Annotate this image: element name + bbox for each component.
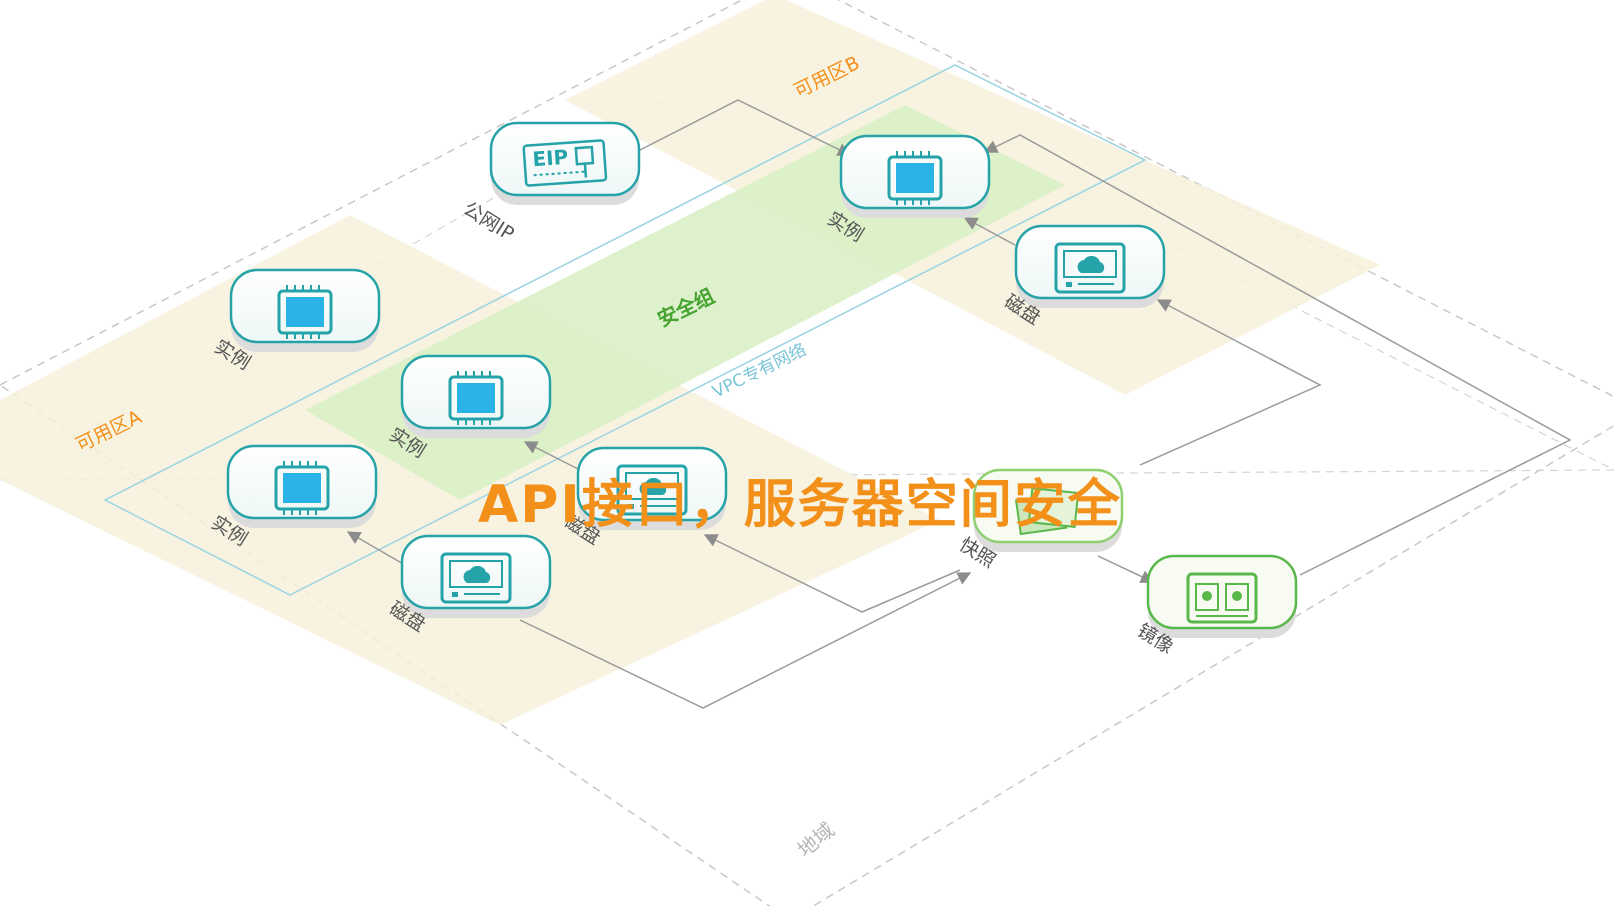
eip-label: 公网IP xyxy=(459,198,517,246)
eip-icon: EIP xyxy=(522,139,608,187)
region-label: 地域 xyxy=(793,818,839,862)
image-node[interactable] xyxy=(1146,554,1298,638)
disk-b-node[interactable] xyxy=(1014,224,1166,308)
eip-node[interactable]: EIP xyxy=(489,121,641,205)
disk-a-mid-node[interactable] xyxy=(576,446,728,530)
eip-icon-text: EIP xyxy=(532,145,569,171)
snapshot-node[interactable] xyxy=(972,468,1124,552)
disk-a-node[interactable] xyxy=(400,534,552,618)
connectors xyxy=(346,99,1572,709)
instance-a1-node[interactable] xyxy=(229,268,381,352)
snapshot-icon xyxy=(1014,487,1080,536)
instance-sg-node[interactable] xyxy=(400,354,552,438)
vpc-outline xyxy=(103,64,1147,596)
overlay-title: API接口，服务器空间安全 xyxy=(478,475,1122,535)
instance-b-node[interactable] xyxy=(839,134,991,218)
instance-a2-node[interactable] xyxy=(226,444,378,528)
